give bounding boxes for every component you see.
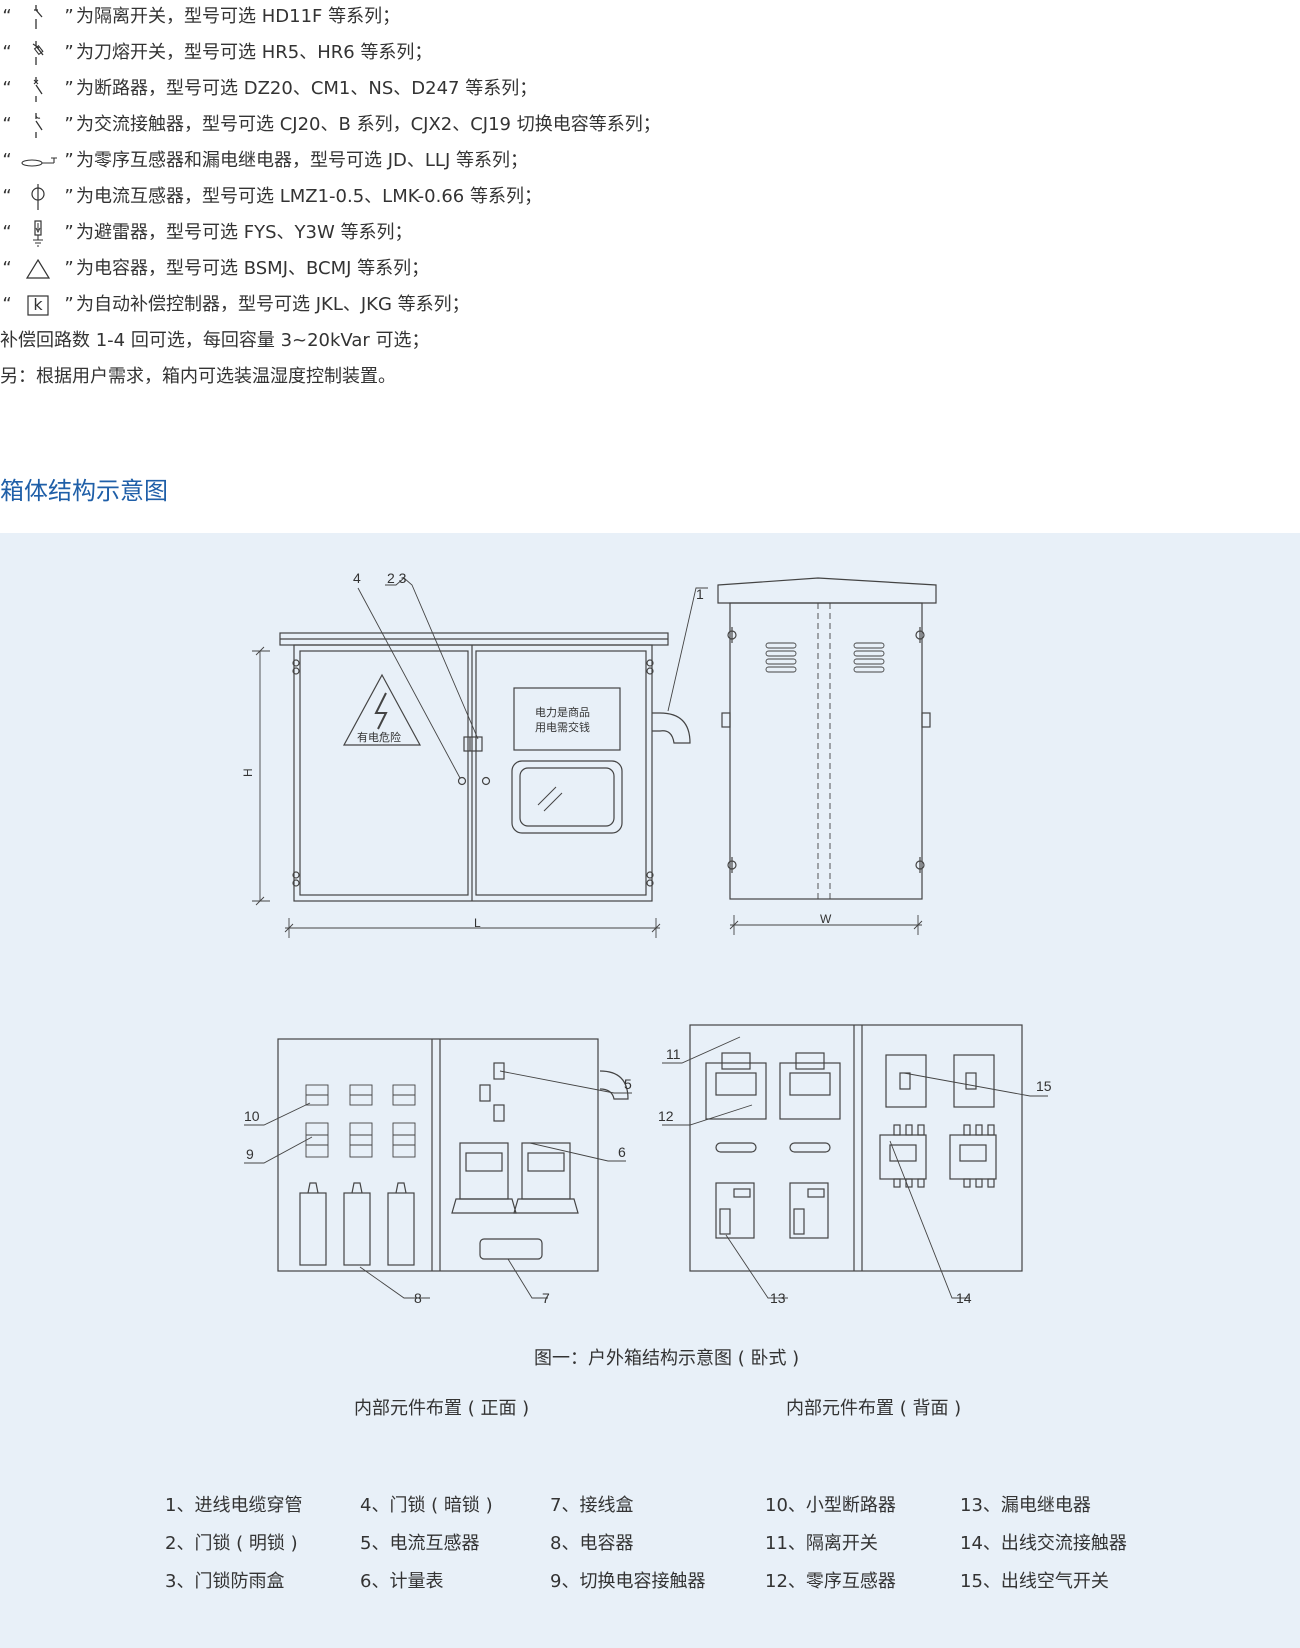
- symbol-line: “ ” 为电容器，型号可选 BSMJ、BCMJ 等系列；: [0, 254, 429, 284]
- legend-item: 8、电容器: [550, 1533, 634, 1554]
- lightning-icon: [374, 692, 388, 730]
- label-7: 7: [542, 1290, 550, 1306]
- left-vents: [765, 642, 797, 673]
- legend-item: 6、计量表: [360, 1571, 444, 1592]
- legend-item: 5、电流互感器: [360, 1533, 480, 1554]
- legend-item: 15、出线空气开关: [960, 1571, 1109, 1592]
- label-4: 4: [353, 570, 361, 586]
- notice-line1: 电力是商品: [535, 705, 590, 719]
- rain-box: [463, 736, 483, 752]
- label-14: 14: [956, 1290, 972, 1306]
- symbol-text: 为电容器，型号可选 BSMJ、BCMJ 等系列；: [76, 258, 430, 279]
- sub-caption-front: 内部元件布置 ( 正面 ): [354, 1398, 530, 1419]
- label-1: 1: [696, 586, 704, 602]
- inner-front-view: [244, 1038, 632, 1299]
- notice-line2: 用电需交钱: [535, 720, 590, 734]
- legend-item: 2、门锁 ( 明锁 ): [165, 1533, 298, 1554]
- side-roof: [717, 577, 937, 604]
- quote-open: “: [2, 6, 12, 27]
- sub-caption-back: 内部元件布置 ( 背面 ): [786, 1398, 962, 1419]
- visible-lock: [481, 776, 491, 786]
- fuse-switch-icon: [14, 38, 62, 68]
- right-door: [475, 650, 647, 896]
- symbol-text: 为交流接触器，型号可选 CJ20、B 系列，CJX2、CJ19 切换电容等系列；: [76, 114, 661, 135]
- controller-letter: k: [33, 295, 43, 314]
- note-line: 补偿回路数 1-4 回可选，每回容量 3~20kVar 可选；: [0, 330, 430, 351]
- legend-item: 3、门锁防雨盒: [165, 1571, 285, 1592]
- label-15: 15: [1036, 1078, 1052, 1094]
- isolating-switch-icon: [14, 2, 62, 32]
- surge-arrester-icon: [14, 218, 62, 248]
- legend-item: 7、接线盒: [550, 1495, 634, 1516]
- legend-item: 11、隔离开关: [765, 1533, 878, 1554]
- label-10: 10: [244, 1108, 260, 1124]
- inner-back-view: [662, 1024, 1048, 1299]
- warning-text: 有电危险: [357, 730, 401, 744]
- section-title: 箱体结构示意图: [0, 477, 168, 505]
- legend-item: 14、出线交流接触器: [960, 1533, 1127, 1554]
- symbol-text: 为避雷器，型号可选 FYS、Y3W 等系列；: [76, 222, 413, 243]
- front-body: [293, 644, 653, 902]
- note-line: 另：根据用户需求，箱内可选装温湿度控制装置。: [0, 366, 396, 387]
- diagram-panel: 4 2 3 1 有电危险 电力是商品 用电需交钱 H L W 10 9 8 7 …: [0, 533, 1300, 1648]
- symbol-line: “ ” 为交流接触器，型号可选 CJ20、B 系列，CJX2、CJ19 切换电容…: [0, 110, 661, 140]
- notice-box: [513, 687, 621, 751]
- zero-sequence-transformer-icon: [14, 146, 62, 176]
- current-transformer-icon: [14, 182, 62, 212]
- circuit-breaker-icon: [14, 74, 62, 104]
- quote-close: ”: [64, 6, 74, 27]
- dim-w: W: [820, 912, 832, 926]
- cable-duct: [652, 712, 691, 744]
- symbol-text: 为零序互感器和漏电继电器，型号可选 JD、LLJ 等系列；: [76, 150, 528, 171]
- meter-window: [511, 760, 623, 834]
- label-13: 13: [770, 1290, 786, 1306]
- side-view: [717, 577, 937, 935]
- symbol-text: 为隔离开关，型号可选 HD11F 等系列；: [76, 6, 401, 27]
- legend-item: 1、进线电缆穿管: [165, 1495, 303, 1516]
- symbol-line: “ ” 为避雷器，型号可选 FYS、Y3W 等系列；: [0, 218, 412, 248]
- symbol-line: “ ” 为隔离开关，型号可选 HD11F 等系列；: [0, 2, 400, 32]
- figure-caption: 图一：户外箱结构示意图 ( 卧式 ): [534, 1348, 800, 1369]
- legend-item: 9、切换电容接触器: [550, 1571, 706, 1592]
- label-8: 8: [414, 1290, 422, 1306]
- label-2-3: 2 3: [387, 570, 407, 586]
- label-11: 11: [666, 1046, 681, 1062]
- label-9: 9: [246, 1146, 254, 1162]
- legend-item: 10、小型断路器: [765, 1495, 896, 1516]
- front-view: [252, 577, 708, 938]
- left-door: [299, 650, 469, 896]
- label-6: 6: [618, 1144, 626, 1160]
- symbol-text: 为自动补偿控制器，型号可选 JKL、JKG 等系列；: [76, 294, 470, 315]
- hidden-lock: [457, 776, 467, 786]
- ac-contactor-icon: [14, 110, 62, 140]
- symbol-line: “ ” 为刀熔开关，型号可选 HR5、HR6 等系列；: [0, 38, 432, 68]
- label-12: 12: [658, 1108, 674, 1124]
- right-vents: [853, 642, 885, 673]
- symbol-line: “ k ” 为自动补偿控制器，型号可选 JKL、JKG 等系列；: [0, 290, 470, 320]
- symbol-line: “ ” 为电流互感器，型号可选 LMZ1-0.5、LMK-0.66 等系列；: [0, 182, 542, 212]
- label-5: 5: [624, 1076, 632, 1092]
- legend-item: 13、漏电继电器: [960, 1495, 1091, 1516]
- legend-item: 12、零序互感器: [765, 1571, 896, 1592]
- auto-compensation-controller-icon: k: [14, 290, 62, 320]
- side-body: [729, 602, 923, 900]
- capacitor-icon: [14, 254, 62, 284]
- legend-item: 4、门锁 ( 暗锁 ): [360, 1495, 493, 1516]
- symbol-text: 为电流互感器，型号可选 LMZ1-0.5、LMK-0.66 等系列；: [76, 186, 542, 207]
- symbol-text: 为刀熔开关，型号可选 HR5、HR6 等系列；: [76, 42, 433, 63]
- symbol-line: “ ” 为断路器，型号可选 DZ20、CM1、NS、D247 等系列；: [0, 74, 537, 104]
- symbol-line: “ ” 为零序互感器和漏电继电器，型号可选 JD、LLJ 等系列；: [0, 146, 528, 176]
- symbol-text: 为断路器，型号可选 DZ20、CM1、NS、D247 等系列；: [76, 78, 538, 99]
- dim-h: H: [241, 768, 255, 777]
- dim-l: L: [474, 916, 481, 930]
- cabinet-drawing: 4 2 3 1 有电危险 电力是商品 用电需交钱 H L W 10 9 8 7 …: [241, 570, 1052, 1306]
- warning-triangle: [342, 673, 422, 746]
